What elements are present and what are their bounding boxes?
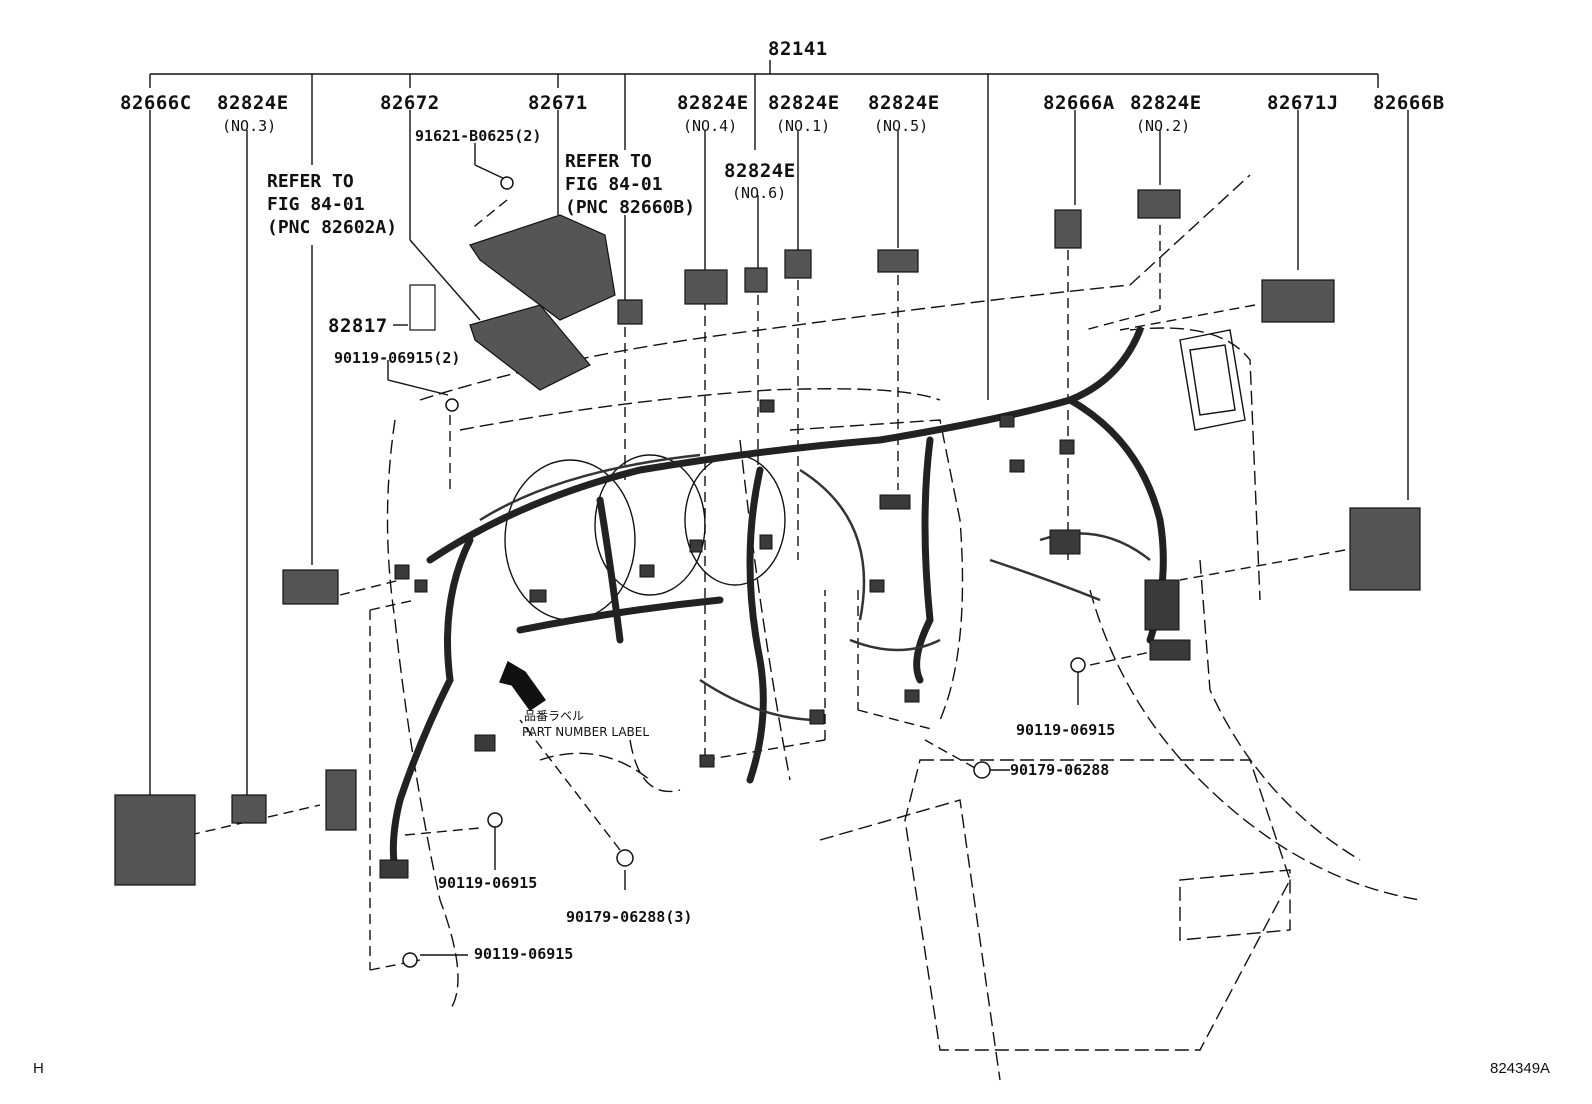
connector-no1 — [784, 249, 812, 279]
bolt-90119-right — [1070, 657, 1086, 673]
label-90119-06915-2: 90119-06915(2) — [334, 349, 461, 367]
label-82666B: 82666B — [1373, 92, 1445, 114]
connector-no3 — [231, 794, 267, 824]
refer-note-82660B: REFER TO FIG 84-01 (PNC 82660B) — [565, 151, 696, 218]
label-90119-06915-right: 90119-06915 — [1016, 721, 1116, 739]
part-number-label-en: PART NUMBER LABEL — [522, 725, 650, 739]
label-82824E-no2: 82824E — [1130, 92, 1202, 114]
label-82824E-no5: 82824E — [868, 92, 940, 114]
connector-no6 — [744, 267, 768, 293]
label-82672: 82672 — [380, 92, 440, 114]
block-82671J — [1261, 279, 1335, 323]
dashed-lines — [189, 199, 1346, 971]
label-90119-06915-mid: 90119-06915 — [438, 874, 538, 892]
leader-lines — [149, 110, 1409, 956]
label-82824E-no6: 82824E — [724, 160, 796, 182]
clip-90179-3 — [616, 849, 634, 867]
label-82671J: 82671J — [1267, 92, 1339, 114]
label-no3: (NO.3) — [222, 117, 277, 135]
clip-90179-right — [973, 761, 991, 779]
bolt-90119-bottom — [402, 952, 418, 968]
fasteners — [402, 176, 1086, 968]
label-82671: 82671 — [528, 92, 588, 114]
label-90179-06288-3: 90179-06288(3) — [566, 908, 693, 926]
top-bracket — [149, 60, 1379, 400]
connector-no5 — [877, 249, 919, 273]
screw-91621 — [500, 176, 514, 190]
connector-82666A — [1054, 209, 1082, 249]
connector-82602A — [282, 569, 339, 605]
junction-block-82672 — [469, 214, 616, 321]
harness-connectors — [379, 399, 1191, 879]
label-90119-06915-bottom: 90119-06915 — [474, 945, 574, 963]
footer-left-code: H — [33, 1060, 44, 1077]
label-82824E-no4: 82824E — [677, 92, 749, 114]
part-number-label-jp: 品番ラベル — [524, 709, 585, 723]
label-no2: (NO.2) — [1136, 117, 1191, 135]
label-82824E-no3: 82824E — [217, 92, 289, 114]
junction-82666B — [1349, 507, 1421, 591]
label-no5: (NO.5) — [874, 117, 929, 135]
label-no1: (NO.1) — [776, 117, 831, 135]
label-82824E-no1: 82824E — [768, 92, 840, 114]
connector-82660B — [617, 299, 643, 325]
label-82666C: 82666C — [120, 92, 192, 114]
part-number-label-arrow — [499, 660, 546, 711]
connector-no4 — [684, 269, 728, 305]
bolt-90119-2 — [445, 398, 459, 412]
label-82141: 82141 — [768, 38, 828, 60]
label-82666A: 82666A — [1043, 92, 1115, 114]
figure-id: 824349A — [1490, 1060, 1551, 1077]
wire-harness-thin — [479, 453, 1151, 722]
bolt-90119-mid — [487, 812, 503, 828]
label-no4: (NO.4) — [683, 117, 738, 135]
label-91621-B0625: 91621-B0625(2) — [415, 127, 542, 145]
connector-no2 — [1137, 189, 1181, 219]
junction-82666C — [114, 794, 196, 886]
connector-82817-bracket — [409, 284, 436, 331]
label-90179-06288-right: 90179-06288 — [1010, 761, 1110, 779]
label-no6: (NO.6) — [732, 184, 787, 202]
wire-harness — [389, 326, 1167, 874]
refer-note-82602A: REFER TO FIG 84-01 (PNC 82602A) — [267, 171, 398, 238]
ecu-82671 — [469, 304, 591, 391]
parts — [114, 189, 1421, 886]
connector-harness-left — [325, 769, 357, 831]
label-82817: 82817 — [328, 315, 388, 337]
